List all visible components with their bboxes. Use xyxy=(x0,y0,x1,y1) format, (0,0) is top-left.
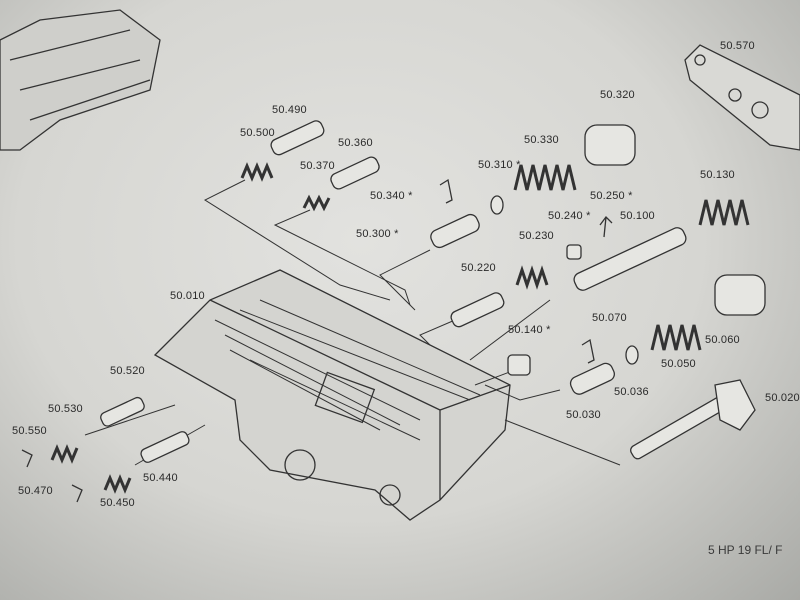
part-label: 50.450 xyxy=(100,497,135,509)
part-label: 50.500 xyxy=(240,127,275,139)
part-label: 50.370 xyxy=(300,160,335,172)
part-label: 50.360 xyxy=(338,137,373,149)
part-label: 50.550 xyxy=(12,425,47,437)
springs xyxy=(50,162,750,494)
upper-valve-body-fragment xyxy=(0,9,161,151)
part-label: 50.030 xyxy=(566,409,601,421)
part-label: 50.060 xyxy=(705,334,740,346)
part-label: 50.340 * xyxy=(370,190,413,202)
part-label: 50.440 xyxy=(143,472,178,484)
part-label: 50.036 xyxy=(614,386,649,398)
part-label: 50.020 xyxy=(765,392,800,404)
part-label: 50.570 xyxy=(720,40,755,52)
clips xyxy=(21,178,613,503)
part-label: 50.010 xyxy=(170,290,205,302)
part-label: 50.520 xyxy=(110,365,145,377)
part-label: 50.130 xyxy=(700,169,735,181)
part-label: 50.230 xyxy=(519,230,554,242)
part-label: 50.240 * xyxy=(548,210,591,222)
valve-body-50010 xyxy=(153,269,511,521)
diagram-footer-caption: 5 HP 19 FL/ F xyxy=(708,543,783,557)
part-label: 50.530 xyxy=(48,403,83,415)
valves xyxy=(100,120,766,463)
part-label: 50.050 xyxy=(661,358,696,370)
part-label: 50.220 xyxy=(461,262,496,274)
part-label: 50.330 xyxy=(524,134,559,146)
part-label: 50.490 xyxy=(272,104,307,116)
part-label: 50.310 * xyxy=(478,159,521,171)
plate-50570 xyxy=(684,44,800,151)
part-label: 50.140 * xyxy=(508,324,551,336)
part-label: 50.470 xyxy=(18,485,53,497)
part-label: 50.320 xyxy=(600,89,635,101)
part-label: 50.300 * xyxy=(356,228,399,240)
part-label: 50.250 * xyxy=(590,190,633,202)
part-label: 50.070 xyxy=(592,312,627,324)
part-label: 50.100 xyxy=(620,210,655,222)
